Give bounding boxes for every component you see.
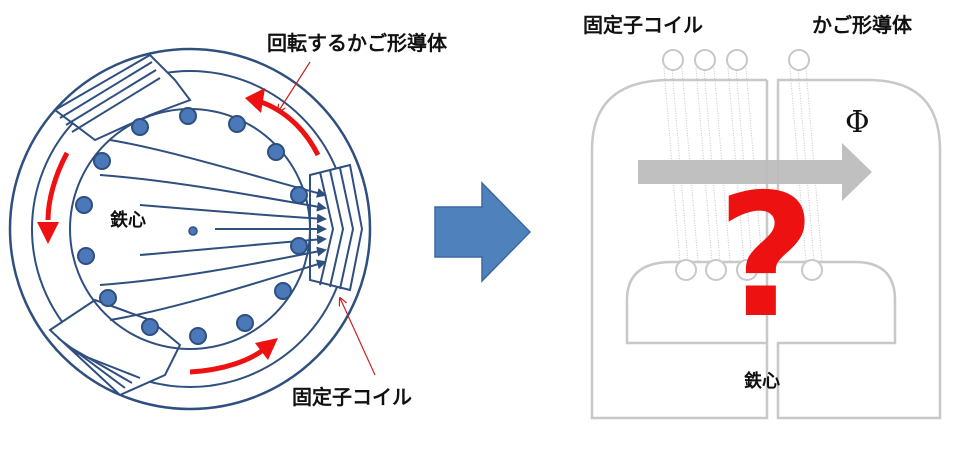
rotor-conductor — [179, 107, 197, 125]
rotor-conductor — [290, 237, 308, 255]
rotating-cage-label: 回転するかご形導体 — [267, 31, 448, 55]
rotation-arrow-bottom — [189, 347, 265, 375]
core-right-half — [776, 78, 942, 420]
stator-coil-conductor — [726, 49, 748, 71]
rotation-arrow-bottom-head — [255, 338, 278, 360]
rotor-conductor — [228, 115, 246, 133]
rotor-conductor — [274, 282, 292, 300]
stator-coil-conductor — [694, 49, 716, 71]
rotor-core-label: 鉄心 — [110, 209, 146, 231]
rotor-conductor — [290, 186, 308, 204]
rotation-arrow-top-head — [245, 88, 265, 113]
rotation-arrows — [37, 88, 321, 375]
rotor-conductor — [236, 314, 254, 332]
stator-coil-right — [309, 163, 364, 292]
motor-cross-section: 回転するかご形導体 鉄心 固定子コイル — [8, 31, 448, 411]
rotor-conductor — [93, 152, 111, 170]
rotor-conductor — [267, 143, 285, 161]
flux-arrow — [638, 143, 872, 201]
rotation-arrow-top — [257, 98, 321, 157]
rotor-conductor — [75, 196, 93, 214]
stator-coil-bottom-left — [48, 298, 182, 397]
stator-coil-label-right: 固定子コイル — [583, 13, 703, 37]
stator-coil-conductor — [705, 259, 727, 281]
magnetic-circuit-diagram: 固定子コイル かご形導体 — [583, 13, 942, 420]
stator-coil-conductor — [662, 49, 684, 71]
rotor-conductor — [131, 118, 149, 136]
rotor-conductors — [75, 107, 308, 345]
flux-symbol: Φ — [845, 105, 870, 140]
stator-outer-ring — [8, 47, 372, 411]
question-mark: ? — [717, 158, 816, 356]
callout-line-cage — [278, 61, 311, 112]
core-label-right: 鉄心 — [744, 370, 780, 392]
stator-coil-conductor — [675, 259, 697, 281]
transition-arrow — [434, 181, 532, 283]
rotor-conductor — [77, 247, 95, 265]
stator-coil-label-left: 固定子コイル — [292, 385, 412, 409]
cage-conductor-label: かご形導体 — [812, 13, 913, 37]
rotor-conductor — [141, 318, 159, 336]
stator-coil-top-left — [53, 53, 192, 142]
cage-conductor — [788, 49, 810, 71]
stator-coil-conductor — [736, 259, 758, 281]
core-left-half — [590, 78, 769, 420]
coil-top-conductors — [662, 49, 810, 71]
callout-line-stator-coil — [340, 298, 376, 376]
rotation-arrow-left-head — [37, 222, 59, 244]
rotor-conductor — [189, 327, 207, 345]
coil-bottom-conductors — [675, 259, 823, 281]
rotation-arrow-left — [45, 151, 70, 221]
cage-conductor — [801, 259, 823, 281]
rotor-shaft — [188, 226, 198, 236]
rotor-conductor — [99, 289, 117, 307]
